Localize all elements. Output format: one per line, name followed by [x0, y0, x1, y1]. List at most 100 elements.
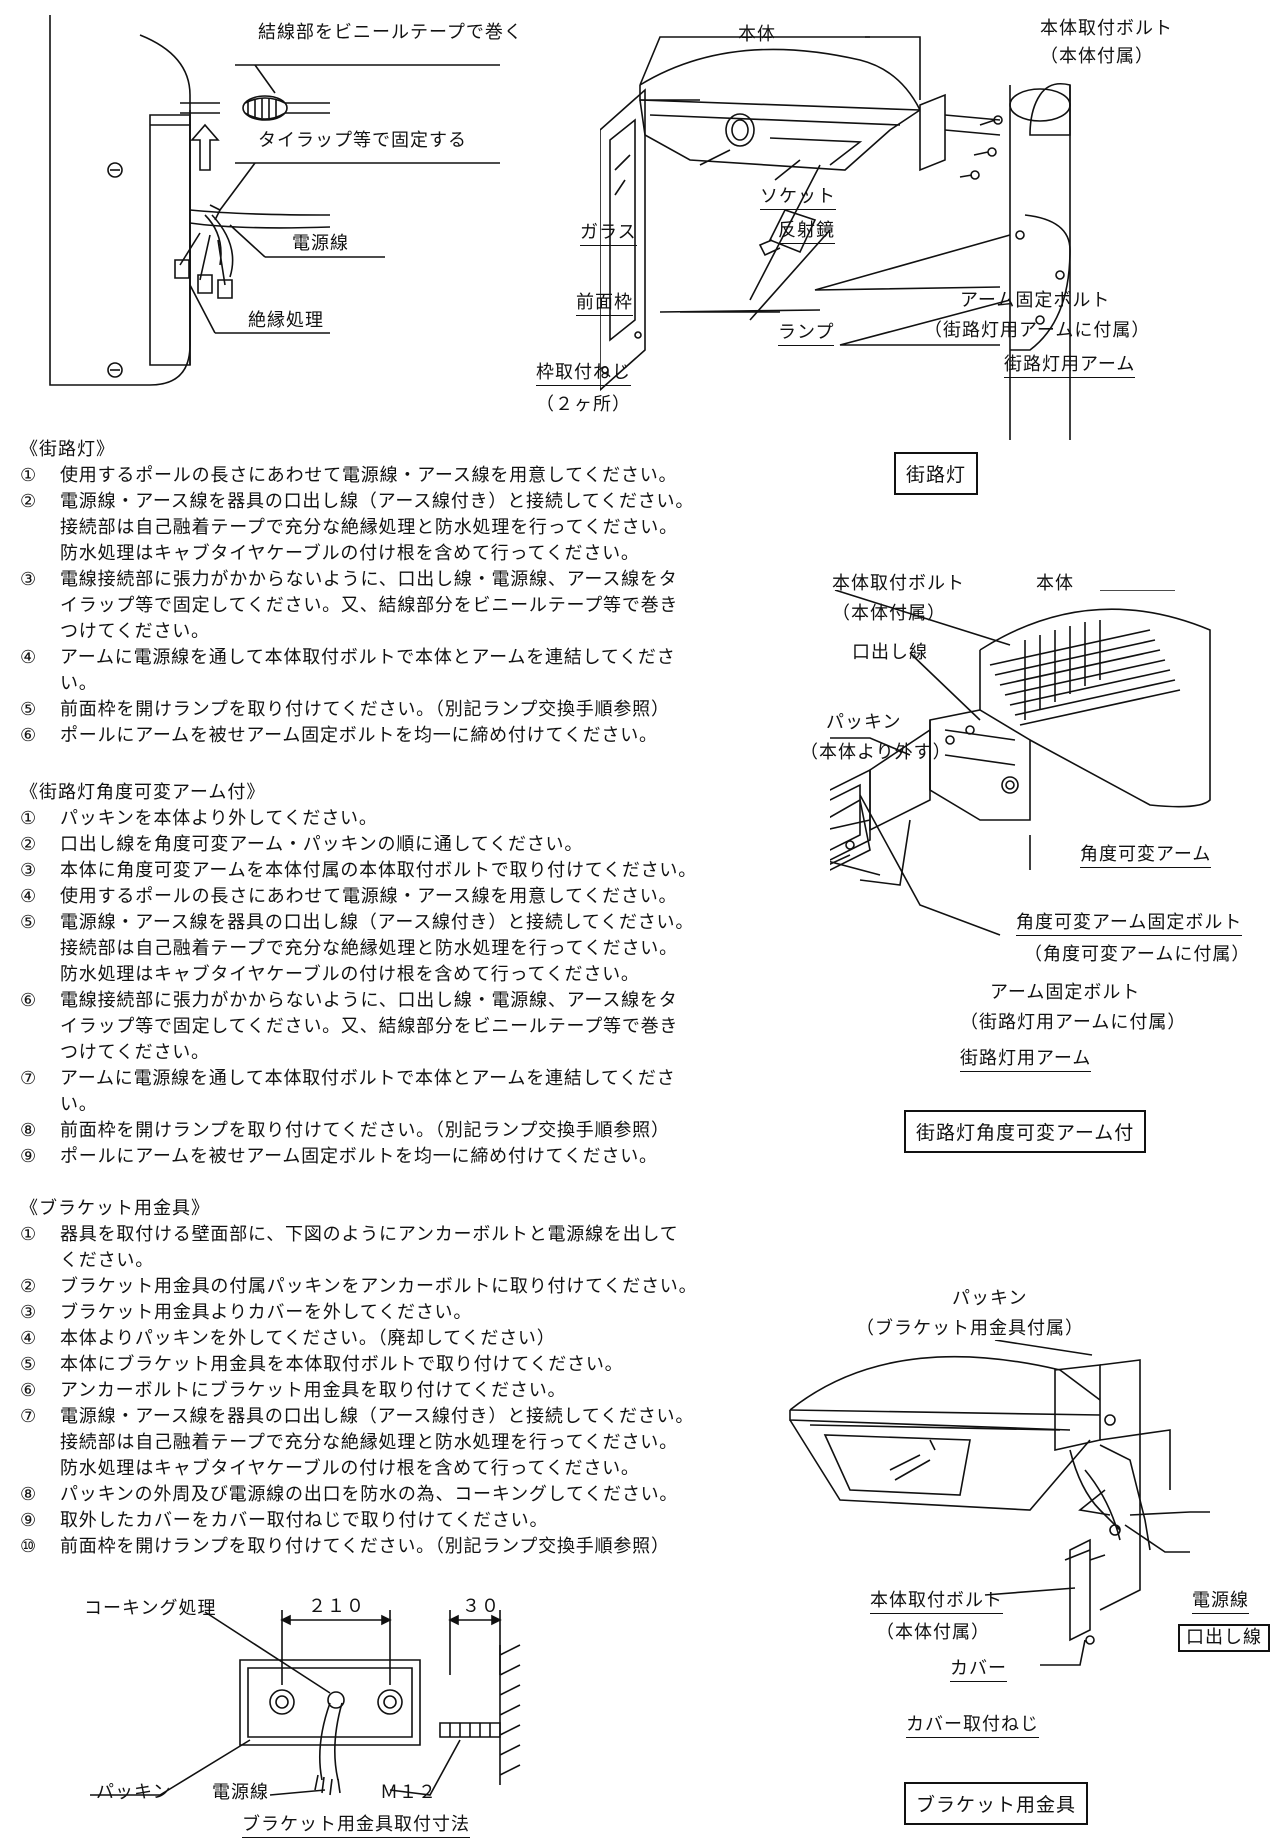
step-item: ⑦ アームに電源線を通して本体取付ボルトで本体とアームを連結してくださ い。: [20, 1066, 760, 1118]
step-text: アームに電源線を通して本体取付ボルトで本体とアームを連結してくださ い。: [60, 1068, 676, 1115]
step-item: ⑥ アンカーボルトにブラケット用金具を取り付けてください。: [20, 1378, 760, 1404]
label-packing-note: （本体より外す）: [800, 742, 952, 763]
step-text: 本体にブラケット用金具を本体取付ボルトで取り付けてください。: [60, 1354, 624, 1375]
label-power-line-top: 電源線: [292, 233, 349, 254]
label-mid-arm-bolt: アーム固定ボルト: [990, 982, 1141, 1003]
step-item: ① パッキンを本体より外してください。: [20, 806, 760, 832]
label-angle-arm: 角度可変アーム: [1080, 846, 1212, 868]
step-text: ポールにアームを被せアーム固定ボルトを均一に締め付けてください。: [60, 1146, 658, 1167]
step-number: ⑧: [20, 1120, 37, 1141]
label-mid-body: 本体: [1036, 573, 1074, 594]
step-number: ③: [20, 860, 37, 881]
step-item: ⑤ 本体にブラケット用金具を本体取付ボルトで取り付けてください。: [20, 1352, 760, 1378]
label-br-lead: 口出し線: [1178, 1624, 1270, 1652]
step-number: ①: [20, 808, 37, 829]
step-item: ④ 本体よりパッキンを外してください。（廃却してください）: [20, 1326, 760, 1352]
step-number: ⑤: [20, 1354, 37, 1375]
label-body-bolt-note: （本体付属）: [1040, 46, 1154, 67]
label-br-packing: パッキン: [952, 1288, 1028, 1309]
step-text: 器具を取付ける壁面部に、下図のようにアンカーボルトと電源線を出して ください。: [60, 1224, 679, 1271]
step-text: アームに電源線を通して本体取付ボルトで本体とアームを連結してくださ い。: [60, 647, 676, 694]
step-text: パッキンを本体より外してください。: [60, 808, 378, 829]
section-title: 《街路灯角度可変アーム付》: [20, 782, 266, 803]
step-item: ⑨ ポールにアームを被せアーム固定ボルトを均一に締め付けてください。: [20, 1144, 760, 1170]
step-text: 電源線・アース線を器具の口出し線（アース線付き）と接続してください。 接続部は自…: [60, 491, 695, 564]
step-text: 前面枠を開けランプを取り付けてください。（別記ランプ交換手順参照）: [60, 1536, 670, 1557]
step-number: ⑤: [20, 912, 37, 933]
step-number: ②: [20, 491, 37, 512]
step-text: 前面枠を開けランプを取り付けてください。（別記ランプ交換手順参照）: [60, 1120, 670, 1141]
step-item: ② ブラケット用金具の付属パッキンをアンカーボルトに取り付けてください。: [20, 1274, 760, 1300]
caption-dimensions: ブラケット用金具取付寸法: [242, 1816, 470, 1838]
street-light-drawing: [600, 20, 1260, 450]
label-angle-arm-bolt: 角度可変アーム固定ボルト: [1016, 914, 1243, 936]
label-frame-screw: 枠取付ねじ: [536, 364, 631, 386]
bracket-dimension-drawing: [60, 1585, 560, 1815]
label-arm-bolt: アーム固定ボルト: [960, 290, 1111, 311]
step-number: ④: [20, 886, 37, 907]
caption-street-light: 街路灯: [894, 452, 979, 495]
label-packing: パッキン: [826, 712, 902, 733]
step-number: ③: [20, 1302, 37, 1323]
label-mid-body-bolt: 本体取付ボルト: [832, 573, 965, 594]
step-number: ⑤: [20, 699, 37, 720]
label-mid-body-bolt-note: （本体付属）: [832, 603, 946, 624]
step-text: 本体に角度可変アームを本体付属の本体取付ボルトで取り付けてください。: [60, 860, 698, 881]
label-street-arm: 街路灯用アーム: [1004, 356, 1136, 378]
label-br-body-bolt: 本体取付ボルト: [870, 1592, 1003, 1614]
label-bottom-power: 電源線: [212, 1782, 269, 1803]
step-number: ④: [20, 1328, 37, 1349]
angle-arm-drawing: [830, 590, 1270, 1060]
step-item: ③ 本体に角度可変アームを本体付属の本体取付ボルトで取り付けてください。: [20, 858, 760, 884]
step-number: ②: [20, 1276, 37, 1297]
label-socket: ソケット: [760, 188, 836, 210]
step-text: ポールにアームを被せアーム固定ボルトを均一に締め付けてください。: [60, 725, 658, 746]
step-item: ① 器具を取付ける壁面部に、下図のようにアンカーボルトと電源線を出して ください。: [20, 1222, 760, 1274]
step-text: 使用するポールの長さにあわせて電源線・アース線を用意してください。: [60, 465, 678, 486]
step-number: ⑦: [20, 1068, 37, 1089]
step-number: ⑨: [20, 1146, 37, 1167]
step-text: 本体よりパッキンを外してください。（廃却してください）: [60, 1328, 556, 1349]
step-text: 前面枠を開けランプを取り付けてください。（別記ランプ交換手順参照）: [60, 699, 670, 720]
step-number: ⑥: [20, 725, 37, 746]
label-dim-30: ３０: [462, 1596, 500, 1617]
step-text: 電源線・アース線を器具の口出し線（アース線付き）と接続してください。 接続部は自…: [60, 1406, 695, 1479]
step-number: ⑥: [20, 1380, 37, 1401]
label-br-power: 電源線: [1192, 1592, 1249, 1614]
step-number: ⑧: [20, 1484, 37, 1505]
label-bottom-packing: パッキン: [96, 1782, 172, 1803]
label-caulking: コーキング処理: [84, 1598, 217, 1619]
step-number: ⑨: [20, 1510, 37, 1531]
step-item: ⑤ 前面枠を開けランプを取り付けてください。（別記ランプ交換手順参照）: [20, 697, 760, 723]
step-number: ①: [20, 1224, 37, 1245]
label-glass: ガラス: [580, 224, 637, 246]
step-text: ブラケット用金具の付属パッキンをアンカーボルトに取り付けてください。: [60, 1276, 698, 1297]
step-text: アンカーボルトにブラケット用金具を取り付けてください。: [60, 1380, 567, 1401]
step-number: ③: [20, 569, 37, 590]
label-front-frame: 前面枠: [576, 294, 633, 316]
label-lead-wire: 口出し線: [852, 642, 928, 663]
label-lamp: ランプ: [778, 324, 835, 346]
step-text: 電線接続部に張力がかからないように、口出し線・電源線、アース線をタ イラップ等で…: [60, 990, 679, 1063]
label-reflector: 反射鏡: [778, 222, 835, 244]
caption-angle-arm: 街路灯角度可変アーム付: [904, 1110, 1147, 1153]
step-item: ② 電源線・アース線を器具の口出し線（アース線付き）と接続してください。 接続部は…: [20, 489, 760, 567]
step-text: 口出し線を角度可変アーム・パッキンの順に通してください。: [60, 834, 584, 855]
bracket-drawing: [770, 1340, 1270, 1680]
label-br-body-bolt-note: （本体付属）: [876, 1622, 990, 1643]
caption-bracket: ブラケット用金具: [904, 1782, 1089, 1825]
section-title: 《街路灯》: [20, 439, 115, 460]
step-text: 電線接続部に張力がかからないように、口出し線・電源線、アース線をタ イラップ等で…: [60, 569, 679, 642]
label-body-bolt: 本体取付ボルト: [1040, 18, 1173, 39]
